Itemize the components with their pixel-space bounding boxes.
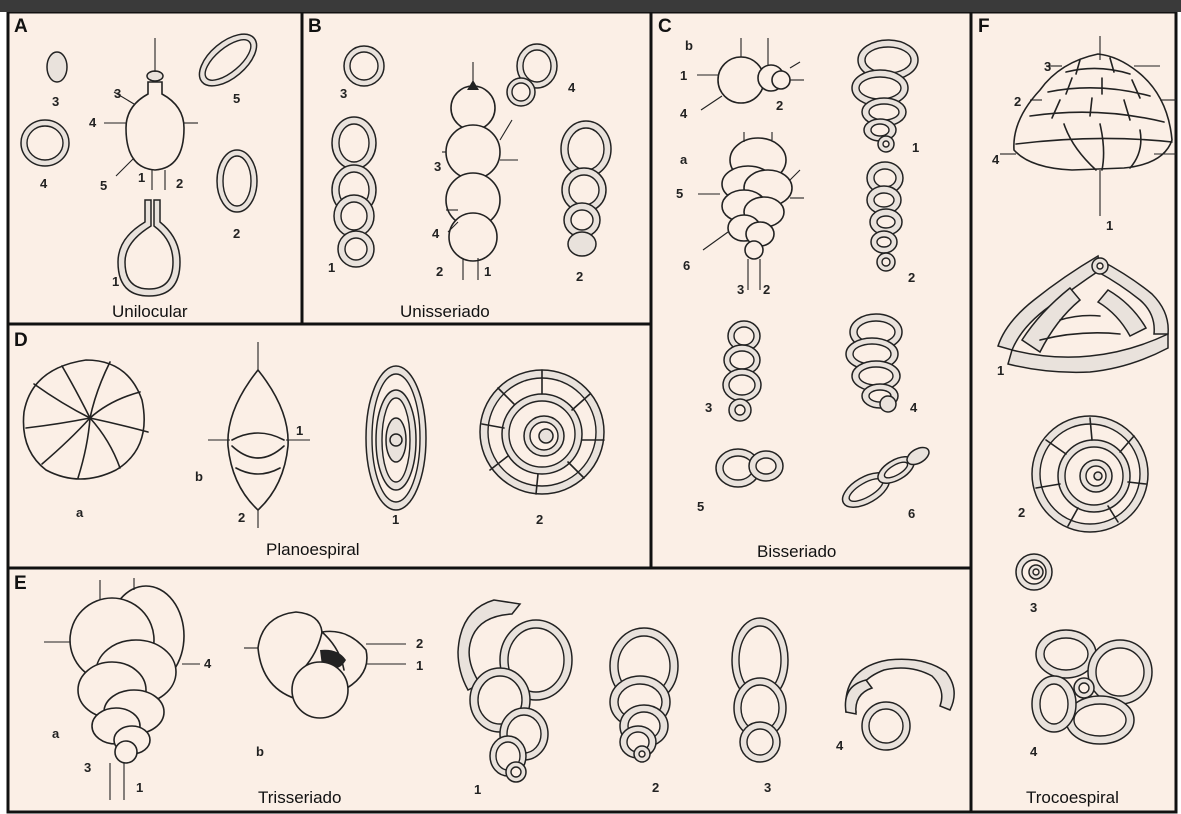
panel-c-label-5a: 5	[676, 186, 683, 201]
panel-c-label-2a: 2	[776, 98, 783, 113]
panel-b-label-4b: 4	[432, 226, 440, 241]
planoespiral-axial-section	[366, 366, 426, 510]
unilocular-ring-4	[21, 120, 69, 166]
panel-a-label-1: 1	[112, 274, 119, 289]
panel-e-label-2a: 2	[416, 636, 423, 651]
panel-b-label-2a: 2	[436, 264, 443, 279]
panel-c-label-1b: 1	[912, 140, 919, 155]
panel-e-label-2b: 2	[652, 780, 659, 795]
panel-f-label-3b: 3	[1030, 600, 1037, 615]
panel-a-label-4: 4	[40, 176, 48, 191]
panel-d-label-1a: 1	[296, 423, 303, 438]
panel-e-letter: E	[14, 573, 27, 594]
panel-d-label-2a: 2	[238, 510, 245, 525]
panel-a-label-2: 2	[233, 226, 240, 241]
panel-f-label-4: 4	[992, 152, 1000, 167]
panel-c-caption: Bisseriado	[757, 542, 836, 561]
panel-f-label-4b: 4	[1030, 744, 1038, 759]
panel-a-label-3: 3	[52, 94, 59, 109]
panel-f-letter: F	[978, 16, 990, 37]
panel-a-label-5b: 5	[100, 178, 107, 193]
panel-c-label-6b: 6	[908, 506, 915, 521]
panel-c-label-3a: 3	[737, 282, 744, 297]
panel-d-label-b: b	[195, 469, 203, 484]
panel-d-label-2b: 2	[536, 512, 543, 527]
panel-e-label-1a: 1	[136, 780, 143, 795]
panel-f-label-1b: 1	[997, 363, 1004, 378]
panel-f-label-3: 3	[1044, 59, 1051, 74]
panel-a-label-3b: 3	[114, 86, 121, 101]
panel-f-label-2: 2	[1014, 94, 1021, 109]
panel-e-label-b: b	[256, 744, 264, 759]
panel-c-label-2b: 2	[763, 282, 770, 297]
panel-f-label-1: 1	[1106, 218, 1113, 233]
panel-e-caption: Trisseriado	[258, 788, 341, 807]
panel-e-label-a: a	[52, 726, 60, 741]
trocoespiral-small-section	[1016, 554, 1052, 590]
panel-a-letter: A	[14, 16, 28, 37]
panel-c-label-6a: 6	[683, 258, 690, 273]
unisseriado-ring-3	[344, 46, 384, 86]
panel-e-label-3b: 3	[764, 780, 771, 795]
panel-b-label-2: 2	[576, 269, 583, 284]
panel-b-caption: Unisseriado	[400, 302, 490, 321]
panel-a-label-2a: 2	[176, 176, 183, 191]
panel-c-label-2c: 2	[908, 270, 915, 285]
panel-c-label-4b: 4	[910, 400, 918, 415]
panel-e-label-1c: 1	[474, 782, 481, 797]
panel-e-label-4a: 4	[204, 656, 212, 671]
panel-c-label-3b: 3	[705, 400, 712, 415]
panel-c-label-5b: 5	[697, 499, 704, 514]
panel-b-label-1: 1	[328, 260, 335, 275]
panel-b-label-1b: 1	[484, 264, 491, 279]
panel-f-label-2b: 2	[1018, 505, 1025, 520]
panel-d-letter: D	[14, 330, 28, 351]
panel-b-label-3b: 3	[434, 159, 441, 174]
panel-d-label-1b: 1	[392, 512, 399, 527]
unilocular-ring-2	[217, 150, 257, 212]
unilocular-section-3	[47, 52, 67, 82]
panel-c-label-a: a	[680, 152, 688, 167]
panel-a-caption: Unilocular	[112, 302, 188, 321]
panel-c-label-b: b	[685, 38, 693, 53]
panel-c-letter: C	[658, 16, 672, 37]
panel-a-label-1a: 1	[138, 170, 145, 185]
panel-f-caption: Trocoespiral	[1026, 788, 1119, 807]
panel-b-label-4: 4	[568, 80, 576, 95]
trisseriado-section-3	[732, 618, 788, 762]
panel-a-label-5: 5	[233, 91, 240, 106]
panel-e-label-4b: 4	[836, 738, 844, 753]
unisseriado-chain-section-1	[332, 117, 376, 267]
panel-e-label-3a: 3	[84, 760, 91, 775]
panel-b-letter: B	[308, 16, 322, 37]
panel-c-label-1a: 1	[680, 68, 687, 83]
trocoespiral-equatorial-section	[1032, 416, 1148, 532]
panel-d-caption: Planoespiral	[266, 540, 360, 559]
panel-b-label-3: 3	[340, 86, 347, 101]
panel-d-label-a: a	[76, 505, 84, 520]
panel-c-label-4a: 4	[680, 106, 688, 121]
planoespiral-equatorial-section	[480, 370, 604, 494]
panel-e-label-1b: 1	[416, 658, 423, 673]
panel-a-label-4a: 4	[89, 115, 97, 130]
